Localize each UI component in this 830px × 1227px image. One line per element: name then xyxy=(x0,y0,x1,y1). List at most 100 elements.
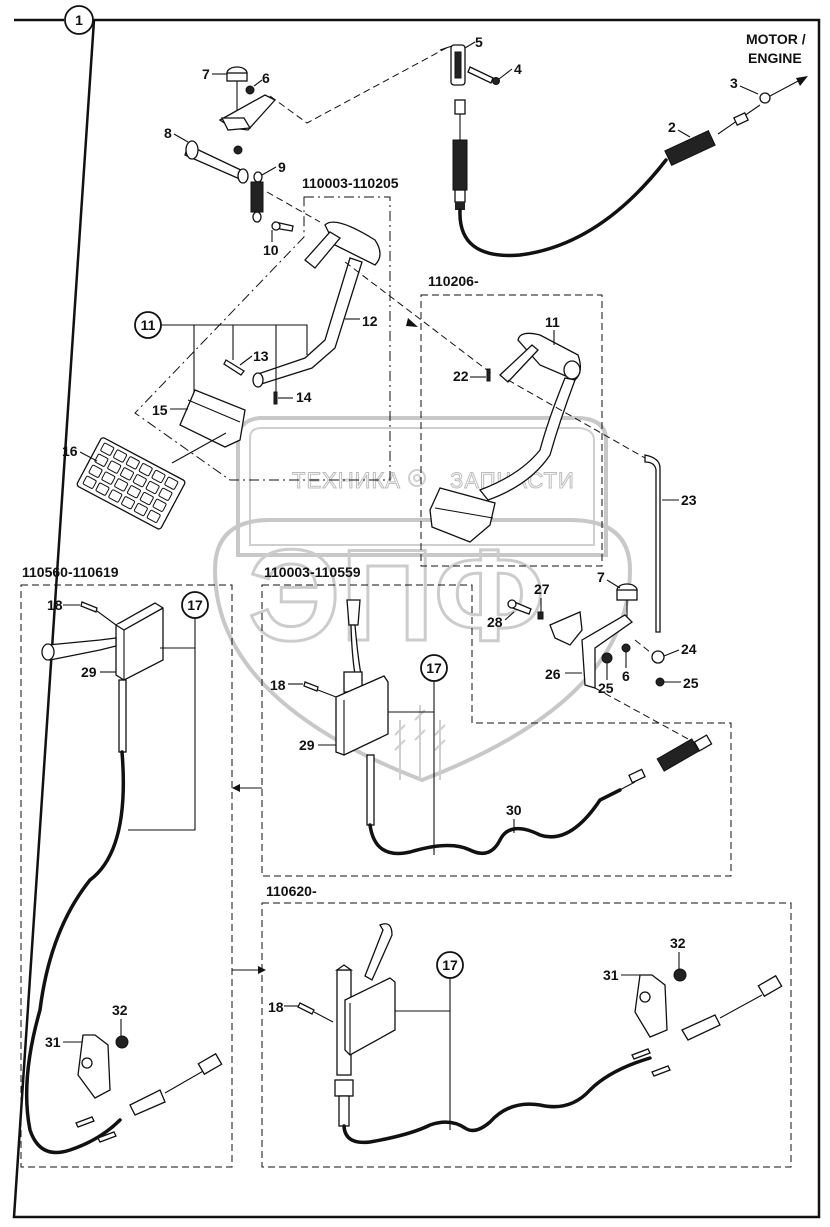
part-13-pin xyxy=(223,359,245,376)
callout-18-a: 18 xyxy=(47,597,63,613)
rubber-pad-cell xyxy=(125,456,140,470)
rubber-pad-cell xyxy=(107,460,122,474)
callout-24: 24 xyxy=(681,641,697,657)
direction-arrow-shaft xyxy=(769,79,801,97)
callout-18-c: 18 xyxy=(268,999,284,1015)
callout-6: 6 xyxy=(262,70,270,86)
rubber-pad-cell xyxy=(108,489,123,503)
rubber-pad-cell xyxy=(95,482,110,496)
part-11-pedal xyxy=(478,377,576,501)
throttle-rod-assembly: 23 7 6 24 25 26 25 27 2 xyxy=(487,454,699,741)
rubber-pad-cell xyxy=(164,476,179,490)
callout-7-lower: 7 xyxy=(597,569,605,585)
part-4-bolt xyxy=(467,66,494,84)
callout-22: 22 xyxy=(453,368,469,384)
callout-26: 26 xyxy=(545,666,561,682)
part-29-lever-box-b xyxy=(335,675,389,756)
part-25-nut-mid xyxy=(601,652,613,664)
rubber-pad-cell xyxy=(133,503,148,517)
rubber-pad-cell xyxy=(151,469,166,483)
part-18-bolt-b xyxy=(303,681,319,692)
rubber-pad-cell xyxy=(88,464,103,478)
callout-label-1: 1 xyxy=(75,12,83,28)
part-15-pedal-pad xyxy=(179,389,246,448)
part-26-bracket xyxy=(581,614,634,689)
hand-lever-assembly-c: 110620- 18 17 31 32 xyxy=(261,883,792,1168)
part-3-ferrule xyxy=(759,92,771,104)
part-31-bracket-c xyxy=(634,974,668,1038)
watermark-wheat-icon xyxy=(394,705,446,780)
part-25-nut xyxy=(655,677,665,687)
callout-6-lower: 6 xyxy=(622,668,630,684)
hand-lever-assembly-b: 110003-110559 18 29 17 30 xyxy=(232,564,732,877)
part-9-spring xyxy=(253,171,263,183)
part-31-bracket-a xyxy=(77,1034,111,1099)
part-6-nut xyxy=(245,85,255,95)
watermark-shield xyxy=(212,518,633,783)
serial-range-110003-110205: 110003-110205 xyxy=(302,175,399,191)
part-2-cable xyxy=(458,158,668,258)
watermark-top-panel-inner xyxy=(249,427,595,546)
callout-17-c: 17 xyxy=(442,957,458,973)
rubber-pad-cell xyxy=(158,487,173,501)
rubber-pad-cell xyxy=(94,453,109,467)
rubber-pad-cell xyxy=(146,509,161,523)
callout-29-a: 29 xyxy=(81,664,97,680)
pedal-assembly-new: 110206- 11 22 xyxy=(344,261,646,567)
pedal-assembly-old: 110003-110205 12 11 13 14 15 16 xyxy=(62,175,399,530)
rubber-pad-cell xyxy=(145,480,160,495)
part-32-nut-a xyxy=(115,1035,129,1049)
direction-arrow-icon xyxy=(796,76,808,86)
rubber-pad-cell xyxy=(139,492,154,506)
part-27-plate xyxy=(549,611,583,646)
callout-11-circle-label: 11 xyxy=(141,317,156,333)
pedal-shaft-assembly: 7 6 8 9 10 xyxy=(164,45,451,258)
part-6-nut-lower xyxy=(621,643,631,653)
rubber-pad-cell xyxy=(82,475,97,489)
outer-frame: 1 xyxy=(12,5,821,1219)
arrow-left-icon xyxy=(232,784,240,792)
callout-8: 8 xyxy=(164,125,172,141)
part-18-bolt-a xyxy=(80,601,98,613)
serial-range-110206: 110206- xyxy=(428,273,479,289)
callout-23: 23 xyxy=(681,492,697,508)
part-16-rubber-pad xyxy=(76,437,186,530)
callout-7: 7 xyxy=(202,66,210,82)
hand-lever-assembly-a: 110560-110619 18 29 17 31 32 xyxy=(20,564,266,1168)
part-23-rod xyxy=(644,454,661,633)
part-17-cable-c xyxy=(342,1056,652,1145)
callout-13: 13 xyxy=(253,348,269,364)
part-24-ball-joint xyxy=(651,650,665,664)
motor-label: MOTOR / xyxy=(746,31,806,47)
callout-25: 25 xyxy=(683,675,699,691)
motor-engine-direction: MOTOR / ENGINE xyxy=(746,31,808,97)
part-12-pedal-arm xyxy=(254,257,363,386)
callout-32-a: 32 xyxy=(112,1002,128,1018)
rubber-pad-cell xyxy=(138,463,153,477)
rubber-pad-cell xyxy=(121,496,136,510)
callout-17-a: 17 xyxy=(187,597,203,613)
part-18-bolt-c xyxy=(297,1002,315,1015)
callout-11: 11 xyxy=(545,314,560,330)
callout-12: 12 xyxy=(362,313,378,329)
callout-31-a: 31 xyxy=(45,1034,61,1050)
rubber-pad-cell xyxy=(101,471,116,485)
callout-29-b: 29 xyxy=(299,737,315,753)
serial-range-110620: 110620- xyxy=(266,883,317,899)
callout-16: 16 xyxy=(62,443,78,459)
part-29-lever-box xyxy=(115,602,164,681)
engine-label: ENGINE xyxy=(748,50,802,66)
rubber-pad-cell xyxy=(114,478,129,492)
callout-15: 15 xyxy=(152,402,168,418)
serial-range-110003-110559: 110003-110559 xyxy=(264,564,361,580)
callout-circle-1 xyxy=(64,5,94,35)
rubber-pad-cell xyxy=(100,442,115,456)
watermark-gear-icon xyxy=(408,469,426,487)
callout-3: 3 xyxy=(730,75,738,91)
part-17-cable-a xyxy=(24,750,126,1155)
part-30-cable xyxy=(368,788,622,856)
callout-2: 2 xyxy=(668,119,676,135)
part-32-nut-c xyxy=(673,968,687,982)
part-17-lever-box-c xyxy=(344,977,396,1056)
